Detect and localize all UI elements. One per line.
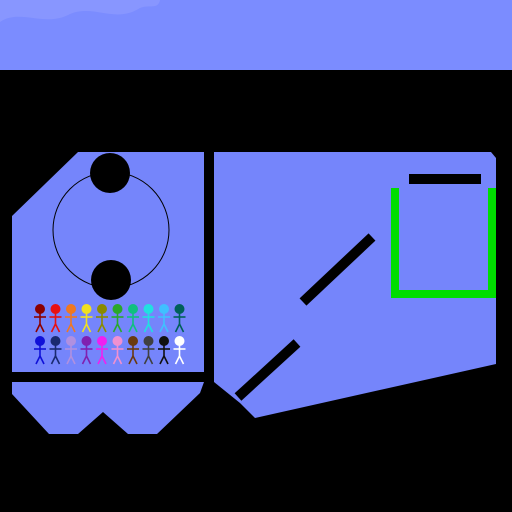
ramp-lower[interactable] (234, 339, 301, 401)
stick-figure-icon[interactable] (127, 335, 139, 365)
ramp-upper[interactable] (299, 233, 376, 306)
goal-lid[interactable] (409, 174, 481, 184)
orbit-ball-icon[interactable] (91, 260, 131, 300)
stick-figure-icon[interactable] (127, 303, 139, 333)
sky-band (0, 0, 512, 70)
stick-figure-icon[interactable] (142, 335, 155, 365)
stick-figure-icon[interactable] (111, 335, 124, 365)
stick-figure-icon[interactable] (80, 303, 93, 333)
stick-figure-icon[interactable] (65, 303, 77, 333)
left-lower-block (12, 382, 204, 434)
stick-figure-icon[interactable] (96, 335, 108, 365)
stick-figure-icon[interactable] (65, 335, 77, 365)
stick-figure-grid (34, 303, 186, 365)
stick-figure-icon[interactable] (173, 335, 186, 365)
stick-figure-icon[interactable] (80, 335, 93, 365)
cloud-decoration (0, 0, 160, 22)
stick-figure-icon[interactable] (34, 303, 46, 333)
orbit-ball-icon[interactable] (90, 153, 130, 193)
stick-figure-icon[interactable] (173, 303, 186, 333)
stick-figure-icon[interactable] (111, 303, 124, 333)
stick-figure-icon[interactable] (49, 303, 62, 333)
stick-figure-icon[interactable] (96, 303, 108, 333)
stick-figure-icon[interactable] (158, 335, 170, 365)
divider-wall (204, 150, 213, 384)
goal-basket (391, 188, 496, 298)
stick-figure-icon[interactable] (34, 335, 46, 365)
stick-figure-icon[interactable] (142, 303, 155, 333)
stick-figure-icon[interactable] (158, 303, 170, 333)
stick-figure-icon[interactable] (49, 335, 62, 365)
